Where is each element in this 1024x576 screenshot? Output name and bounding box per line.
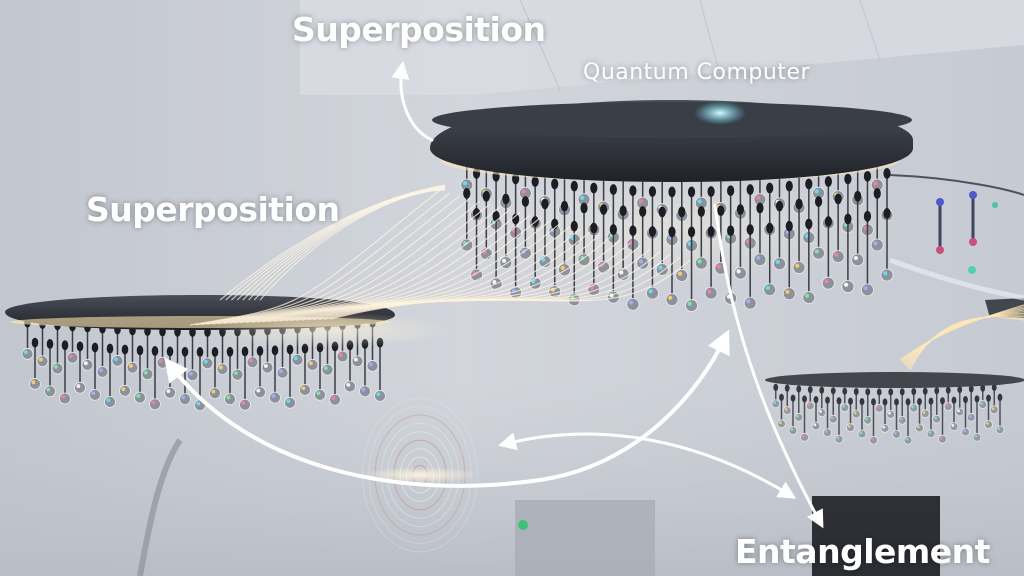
background-monitor — [812, 496, 940, 576]
superposition-arrow — [391, 60, 434, 142]
entanglement-arrow-main — [713, 203, 824, 529]
quantum-computer-top — [430, 100, 913, 312]
ceiling-panel-lines — [519, 0, 881, 91]
fiber-bundle-right — [899, 304, 1024, 371]
center-light — [694, 101, 746, 125]
superposition-label-top: Superposition — [292, 10, 546, 49]
superposition-label-left: Superposition — [86, 190, 340, 229]
annotation-arrows — [164, 60, 824, 529]
background-equipment — [515, 500, 655, 576]
wall-bracket-left — [137, 438, 183, 576]
entanglement-arrow-cross — [498, 432, 797, 499]
entanglement-label: Entanglement — [735, 532, 990, 571]
circuit-overlay — [889, 174, 1024, 301]
quantum-computer-label: Quantum Computer — [583, 60, 811, 85]
status-light — [518, 520, 528, 530]
quantum-disc-right — [765, 298, 1024, 445]
ceiling — [300, 0, 1024, 95]
